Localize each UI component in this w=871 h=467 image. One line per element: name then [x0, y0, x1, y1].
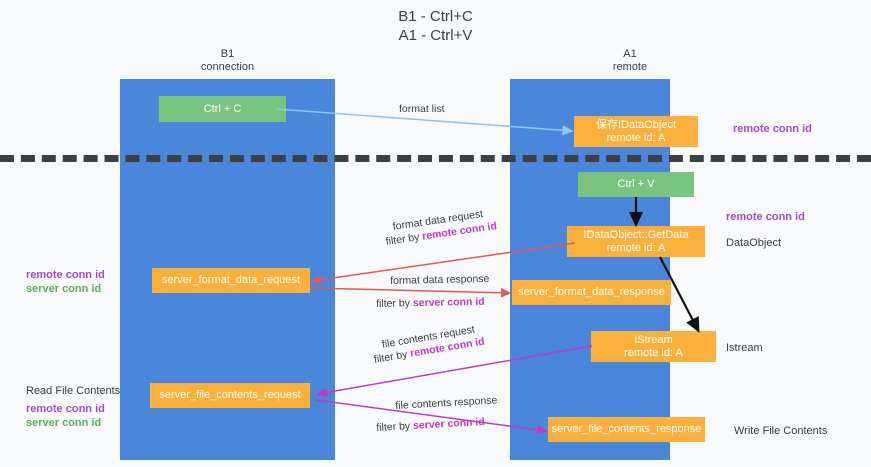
edge-label-format-data-response-filter: filter by server conn id — [376, 296, 485, 310]
column-b1-name: B1 — [220, 48, 235, 60]
column-b1-role: connection — [200, 61, 255, 73]
filter-prefix: filter by — [376, 297, 414, 310]
box-save-idataobject[interactable]: 保存IDataObject remote id: A — [574, 116, 698, 147]
filter-prefix: filter by — [373, 347, 412, 366]
box-server-format-data-response-label: server_format_data_response — [518, 286, 665, 298]
column-a1-name: A1 — [623, 48, 637, 60]
filter-prefix: filter by — [385, 230, 424, 248]
column-header-b1: B1 connection — [120, 48, 335, 74]
box-istream[interactable]: IStream remote id: A — [591, 331, 716, 362]
label-left-remote-conn-id-bottom: remote conn id — [26, 403, 105, 415]
title-line-2: A1 - Ctrl+V — [398, 27, 473, 44]
box-server-file-contents-request[interactable]: server_file_contents_request — [150, 383, 310, 408]
label-left-server-conn-id-bottom: server conn id — [26, 417, 102, 429]
label-right-remote-conn-id-top: remote conn id — [733, 123, 812, 135]
box-server-file-contents-request-label: server_file_contents_request — [159, 389, 301, 401]
label-right-dataobject: DataObject — [726, 237, 782, 249]
box-server-format-data-request[interactable]: server_format_data_request — [152, 268, 310, 293]
box-ctrl-v[interactable]: Ctrl + V — [578, 172, 694, 197]
filter-key-server-conn-id: server conn id — [412, 415, 486, 432]
label-right-write-file-contents: Write File Contents — [734, 425, 828, 437]
edge-label-file-contents-response-text: file contents response — [395, 394, 498, 412]
box-getdata-line1: IDataObject::GetData — [583, 228, 689, 241]
label-right-istream: Istream — [726, 342, 763, 354]
box-ctrl-c-line1: Ctrl + C — [203, 102, 242, 115]
edge-label-file-contents-response: file contents response — [395, 394, 498, 412]
label-left-read-file-contents: Read File Contents — [26, 385, 121, 397]
diagram-title: B1 - Ctrl+C A1 - Ctrl+V — [0, 7, 871, 45]
box-ctrl-c[interactable]: Ctrl + C — [159, 96, 286, 122]
box-server-format-data-request-label: server_format_data_request — [161, 274, 301, 286]
box-ctrl-v-line1: Ctrl + V — [617, 178, 655, 190]
box-server-format-data-response[interactable]: server_format_data_response — [512, 280, 671, 305]
label-right-remote-conn-id-mid: remote conn id — [726, 211, 805, 223]
phase-separator — [0, 155, 871, 162]
box-istream-line1: IStream — [634, 333, 673, 346]
edge-label-file-contents-response-filter: filter by server conn id — [376, 416, 485, 434]
column-header-a1: A1 remote — [510, 48, 750, 74]
box-getdata-line2: remote id: A — [606, 241, 666, 254]
box-save-idataobject-line1: 保存IDataObject — [595, 118, 677, 131]
filter-prefix: filter by — [376, 419, 414, 434]
label-left-remote-conn-id-mid: remote conn id — [26, 269, 105, 281]
box-save-idataobject-line2: remote id: A — [606, 131, 666, 144]
box-istream-line2: remote id: A — [624, 346, 683, 359]
edge-label-format-list-text: format list — [399, 103, 445, 115]
box-server-file-contents-response-label: server_file_contents_response — [551, 423, 702, 435]
filter-key-server-conn-id: server conn id — [412, 295, 485, 310]
arrow-format-data-response — [309, 287, 512, 298]
edge-label-format-data-response-text: format data response — [390, 272, 490, 287]
edge-label-format-data-response: format data response — [390, 273, 489, 287]
box-idataobject-getdata[interactable]: IDataObject::GetData remote id: A — [567, 226, 705, 257]
edge-label-format-list: format list — [399, 103, 445, 115]
box-server-file-contents-response[interactable]: server_file_contents_response — [548, 417, 705, 442]
title-line-1: B1 - Ctrl+C — [398, 8, 473, 25]
column-a1-role: remote — [612, 61, 648, 73]
label-left-server-conn-id-mid: server conn id — [26, 283, 102, 295]
